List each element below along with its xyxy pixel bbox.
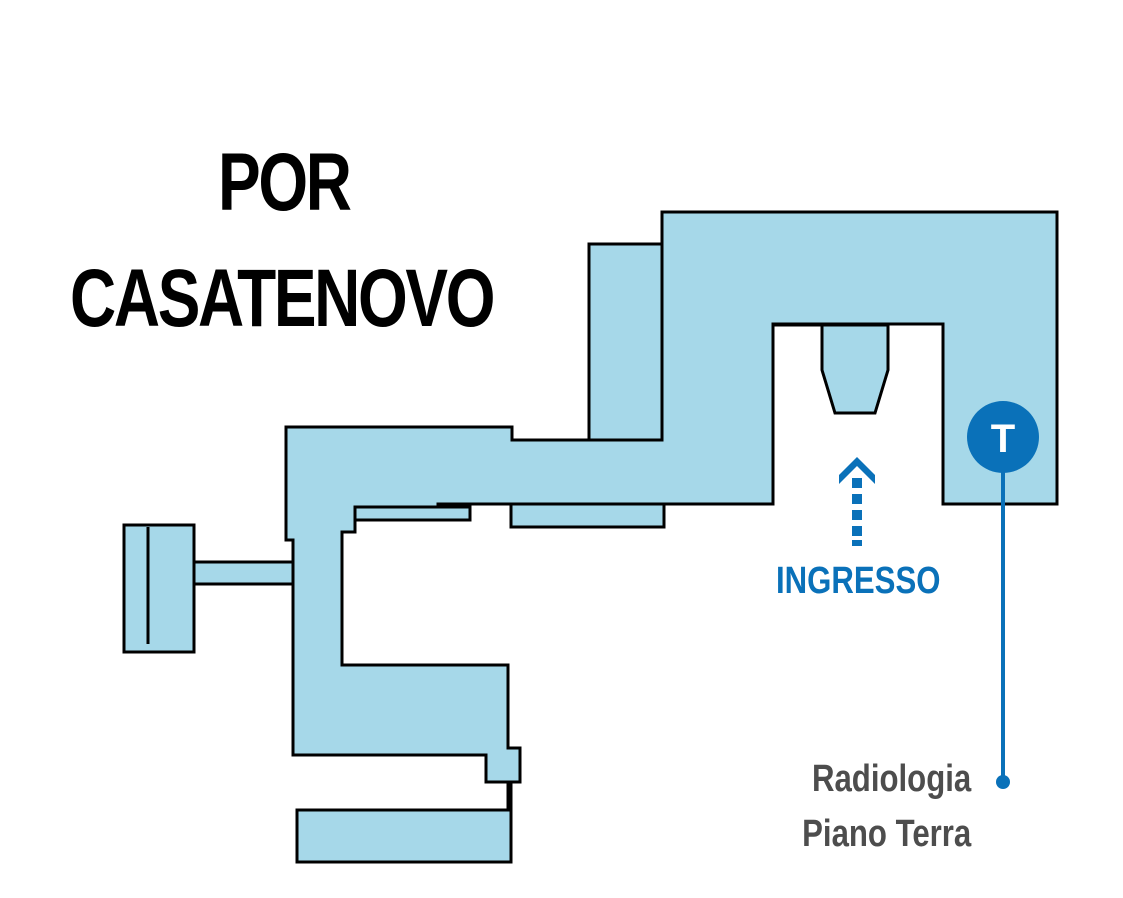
annex-block-b	[587, 242, 664, 442]
map-title-line-1: POR	[218, 137, 352, 228]
destination-dot	[996, 775, 1010, 789]
annex-block-d	[353, 505, 472, 522]
entrance-label: INGRESSO	[776, 560, 941, 602]
annex-block-a	[509, 501, 666, 529]
connector-corridor	[192, 560, 295, 586]
south-block	[295, 808, 513, 864]
marker-letter: T	[991, 417, 1015, 461]
t-marker-icon[interactable]: T	[967, 401, 1039, 473]
destination-name: Radiologia	[811, 758, 971, 800]
west-wing	[122, 523, 196, 654]
building-outline	[122, 210, 1059, 864]
main-building	[284, 210, 1059, 812]
inner-lobby-block	[820, 323, 890, 415]
destination-floor: Piano Terra	[801, 813, 971, 855]
dashed-up-arrow-icon	[839, 457, 875, 546]
map-title-line-2: CASATENOVO	[70, 253, 496, 344]
